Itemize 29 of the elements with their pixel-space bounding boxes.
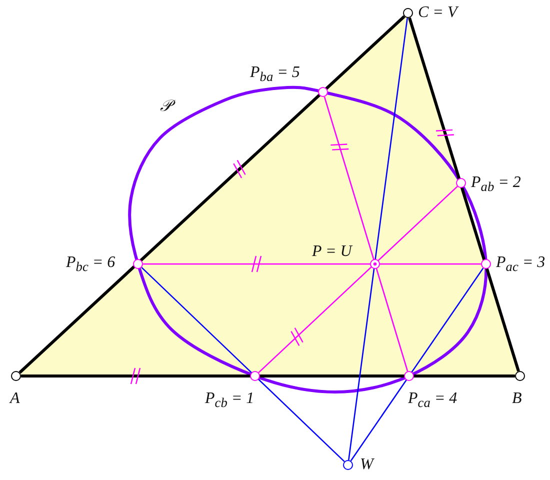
point-marker bbox=[318, 87, 328, 97]
point-marker bbox=[343, 460, 353, 470]
point-label: P = U bbox=[312, 243, 352, 261]
point-label: P$_{ab}$ = 2 bbox=[471, 174, 521, 196]
point-label: P$_{ba}$ = 5 bbox=[250, 64, 300, 86]
line-segment bbox=[348, 18, 408, 460]
line-segment bbox=[350, 268, 484, 462]
line-segment bbox=[18, 15, 406, 374]
point-label: P$_{ac}$ = 3 bbox=[496, 254, 546, 276]
line-segment bbox=[143, 263, 481, 265]
line-segment bbox=[324, 96, 408, 372]
point-label: B bbox=[512, 390, 522, 408]
point-label: W bbox=[360, 456, 374, 474]
point-label: P$_{cb}$ = 1 bbox=[205, 390, 254, 412]
line-segment bbox=[258, 186, 458, 374]
point-marker bbox=[481, 259, 491, 269]
point-marker bbox=[11, 371, 21, 381]
line-segment bbox=[21, 374, 515, 378]
point-label: A bbox=[10, 390, 20, 408]
point-marker bbox=[403, 8, 413, 18]
point-label: P$_{bc}$ = 6 bbox=[66, 254, 116, 276]
point-label: P$_{ca}$ = 4 bbox=[408, 390, 458, 412]
point-marker bbox=[133, 259, 143, 269]
point-marker bbox=[456, 178, 466, 188]
line-segment bbox=[408, 17, 520, 372]
point-label: C = V bbox=[418, 4, 458, 22]
point-marker bbox=[515, 371, 525, 381]
point-marker bbox=[404, 371, 414, 381]
line-segment bbox=[141, 266, 345, 462]
